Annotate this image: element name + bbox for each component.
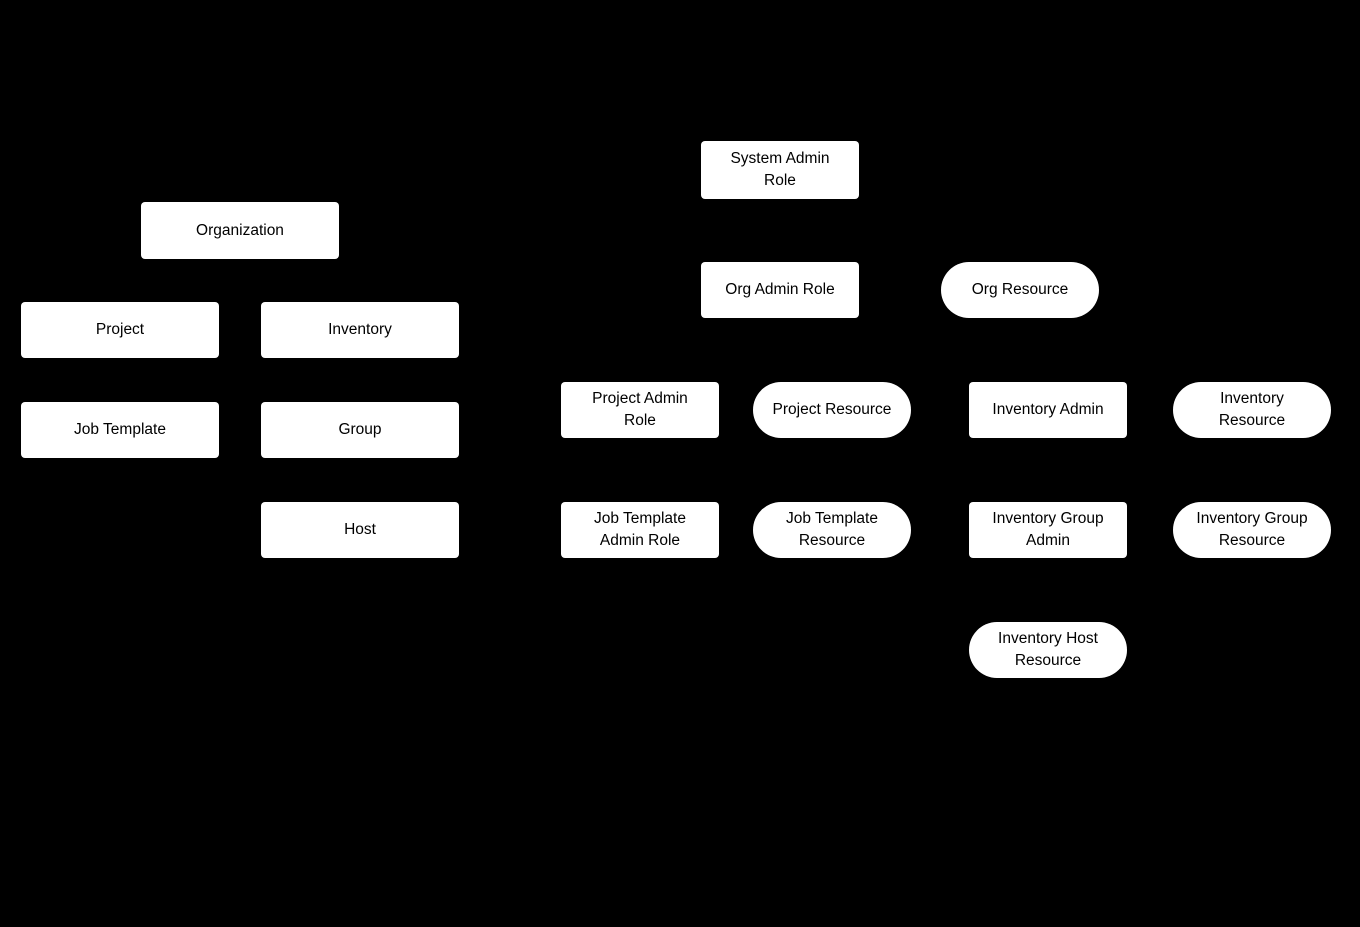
node-label: Project Admin Role xyxy=(592,390,688,429)
node-inventory-admin: Inventory Admin xyxy=(969,382,1127,438)
node-label: Inventory Group Admin xyxy=(992,510,1104,549)
node-project-resource: Project Resource xyxy=(753,382,911,438)
node-label: Inventory Host Resource xyxy=(998,630,1098,669)
node-inventory-resource: Inventory Resource xyxy=(1173,382,1331,438)
node-label: Inventory Group Resource xyxy=(1196,510,1308,549)
node-project: Project xyxy=(21,302,219,358)
node-group: Group xyxy=(261,402,459,458)
node-label: System Admin Role xyxy=(730,150,830,189)
node-inventory-group-admin: Inventory Group Admin xyxy=(969,502,1127,558)
node-label: Project xyxy=(95,321,145,339)
node-job-template-resource: Job Template Resource xyxy=(753,502,911,558)
node-job-template: Job Template xyxy=(21,402,219,458)
node-organization: Organization xyxy=(141,202,339,259)
node-inventory-host-resource: Inventory Host Resource xyxy=(969,622,1127,678)
node-label: Host xyxy=(344,521,376,539)
node-label: Organization xyxy=(196,221,284,239)
node-host: Host xyxy=(261,502,459,558)
node-inventory-group-resource: Inventory Group Resource xyxy=(1173,502,1331,558)
node-label: Org Admin Role xyxy=(725,281,835,299)
node-label: Job Template Resource xyxy=(786,510,878,549)
node-label: Inventory xyxy=(328,321,392,339)
node-label: Inventory Admin xyxy=(992,401,1104,419)
node-label: Org Resource xyxy=(971,281,1069,299)
node-label: Project Resource xyxy=(772,401,892,419)
node-project-admin-role: Project Admin Role xyxy=(561,382,719,438)
node-label: Group xyxy=(338,421,382,439)
node-label: Job Template Admin Role xyxy=(594,510,686,549)
node-label: Inventory Resource xyxy=(1218,390,1286,429)
node-inventory: Inventory xyxy=(261,302,459,358)
node-job-template-admin-role: Job Template Admin Role xyxy=(561,502,719,558)
node-label: Job Template xyxy=(74,421,166,439)
node-system-admin-role: System Admin Role xyxy=(701,141,859,199)
node-org-resource: Org Resource xyxy=(941,262,1099,318)
node-org-admin-role: Org Admin Role xyxy=(701,262,859,318)
